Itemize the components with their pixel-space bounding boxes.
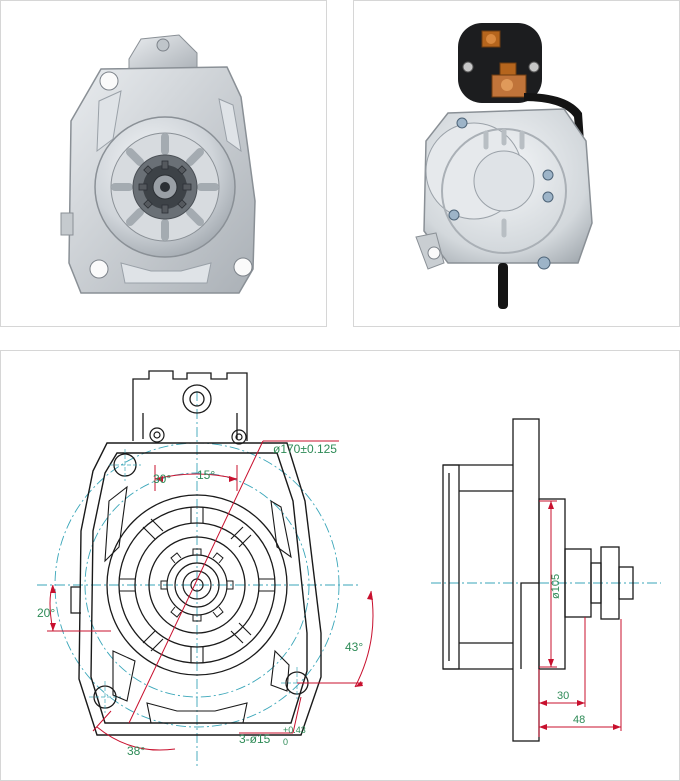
hole-spec-label: 3-ø15 +0.43 0 <box>239 725 306 747</box>
angle-20-label: 20° <box>37 606 55 620</box>
side-view: ø105 30 48 <box>431 418 661 742</box>
front-view: ø170±0.125 30° 15° 20° 43° 38° 3-ø15 +0.… <box>37 370 374 766</box>
holes-tol-lower: 0 <box>283 737 288 747</box>
angle-43-label: 43° <box>345 640 363 654</box>
pinion-gear <box>166 554 228 616</box>
photo-rear-panel <box>353 0 680 327</box>
starter-rear-photo <box>415 23 593 309</box>
starter-front-photo <box>60 34 256 294</box>
holes-tol-upper: +0.43 <box>283 725 306 735</box>
technical-drawing: ø170±0.125 30° 15° 20° 43° 38° 3-ø15 +0.… <box>37 370 661 766</box>
photo-front-panel <box>0 0 327 327</box>
angle-30-label: 30° <box>153 472 171 486</box>
holes-prefix: 3-ø15 <box>239 732 271 746</box>
flange-diameter-label: ø170±0.125 <box>273 442 337 456</box>
dim-48-label: 48 <box>573 714 585 726</box>
pilot-diameter-label: ø105 <box>550 574 562 599</box>
angle-15-label: 15° <box>197 468 215 482</box>
dim-30-label: 30 <box>557 690 569 702</box>
angle-38-label: 38° <box>127 744 145 758</box>
technical-drawing-panel: ø170±0.125 30° 15° 20° 43° 38° 3-ø15 +0.… <box>0 350 680 781</box>
